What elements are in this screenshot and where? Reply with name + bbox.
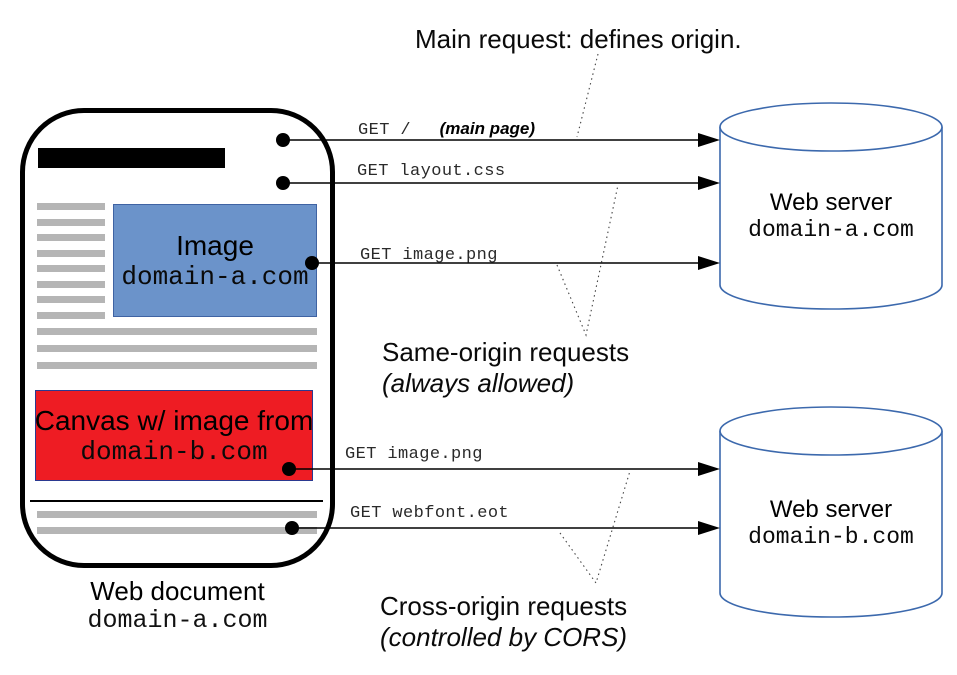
image-box: Image domain-a.com	[113, 204, 317, 317]
request-arrowheads	[698, 133, 720, 535]
text-line-bar	[37, 511, 317, 518]
image-box-label: Image	[176, 229, 254, 261]
text-line-bar	[37, 250, 105, 257]
document-caption: Web document domain-a.com	[20, 576, 335, 635]
cross-origin-caption: Cross-origin requests (controlled by COR…	[380, 591, 627, 653]
text-line-bar	[37, 312, 105, 319]
request-label-main-page: GET / (main page)	[358, 119, 535, 140]
text-line-bar	[37, 234, 105, 241]
request-method: GET /	[358, 121, 412, 140]
cross-origin-caption-line1: Cross-origin requests	[380, 591, 628, 621]
image-box-domain: domain-a.com	[121, 261, 309, 292]
request-label-layout-css: GET layout.css	[357, 162, 506, 181]
text-line-bar	[37, 362, 317, 369]
same-origin-caption-line2: (always allowed)	[382, 368, 575, 398]
server-a-domain: domain-a.com	[748, 217, 914, 243]
canvas-box: Canvas w/ image from domain-b.com	[35, 390, 313, 481]
arrowhead-icon	[698, 133, 720, 147]
server-a-caption: Web server domain-a.com	[720, 189, 942, 244]
canvas-box-domain: domain-b.com	[80, 436, 268, 467]
text-line-bar	[37, 328, 317, 335]
cross-origin-caption-line2: (controlled by CORS)	[380, 622, 628, 652]
web-document-frame	[20, 108, 335, 568]
arrowhead-icon	[698, 521, 720, 535]
document-caption-domain: domain-a.com	[87, 606, 268, 635]
request-label-image-png-cross: GET image.png	[345, 445, 483, 464]
same-origin-caption: Same-origin requests (always allowed)	[382, 337, 629, 399]
same-origin-group-dotted-lines	[556, 184, 619, 337]
document-titlebar	[38, 148, 225, 168]
text-line-bar	[37, 203, 105, 210]
text-line-bar	[37, 296, 105, 303]
heading-pointer-dotted-line	[576, 53, 599, 138]
text-line-bar	[37, 219, 105, 226]
text-line-bar	[37, 265, 105, 272]
request-label-webfont-eot: GET webfont.eot	[350, 504, 510, 523]
request-arrows	[283, 139, 700, 529]
arrowhead-icon	[698, 256, 720, 270]
text-line-bar	[37, 345, 317, 352]
document-caption-title: Web document	[90, 576, 265, 606]
server-b-name: Web server	[769, 496, 893, 523]
text-line-bar	[37, 527, 317, 534]
arrowhead-icon	[698, 176, 720, 190]
server-b-caption: Web server domain-b.com	[720, 496, 942, 551]
arrowhead-icon	[698, 462, 720, 476]
same-origin-caption-line1: Same-origin requests	[382, 337, 630, 367]
request-label-image-png-same: GET image.png	[360, 246, 498, 265]
canvas-box-label: Canvas w/ image from	[34, 404, 314, 436]
server-a-name: Web server	[769, 189, 893, 216]
document-divider	[30, 500, 323, 502]
main-request-heading: Main request: defines origin.	[415, 24, 742, 54]
server-b-domain: domain-b.com	[748, 524, 914, 550]
request-note: (main page)	[439, 119, 536, 138]
cross-origin-group-dotted-lines	[559, 470, 631, 585]
text-line-bar	[37, 281, 105, 288]
